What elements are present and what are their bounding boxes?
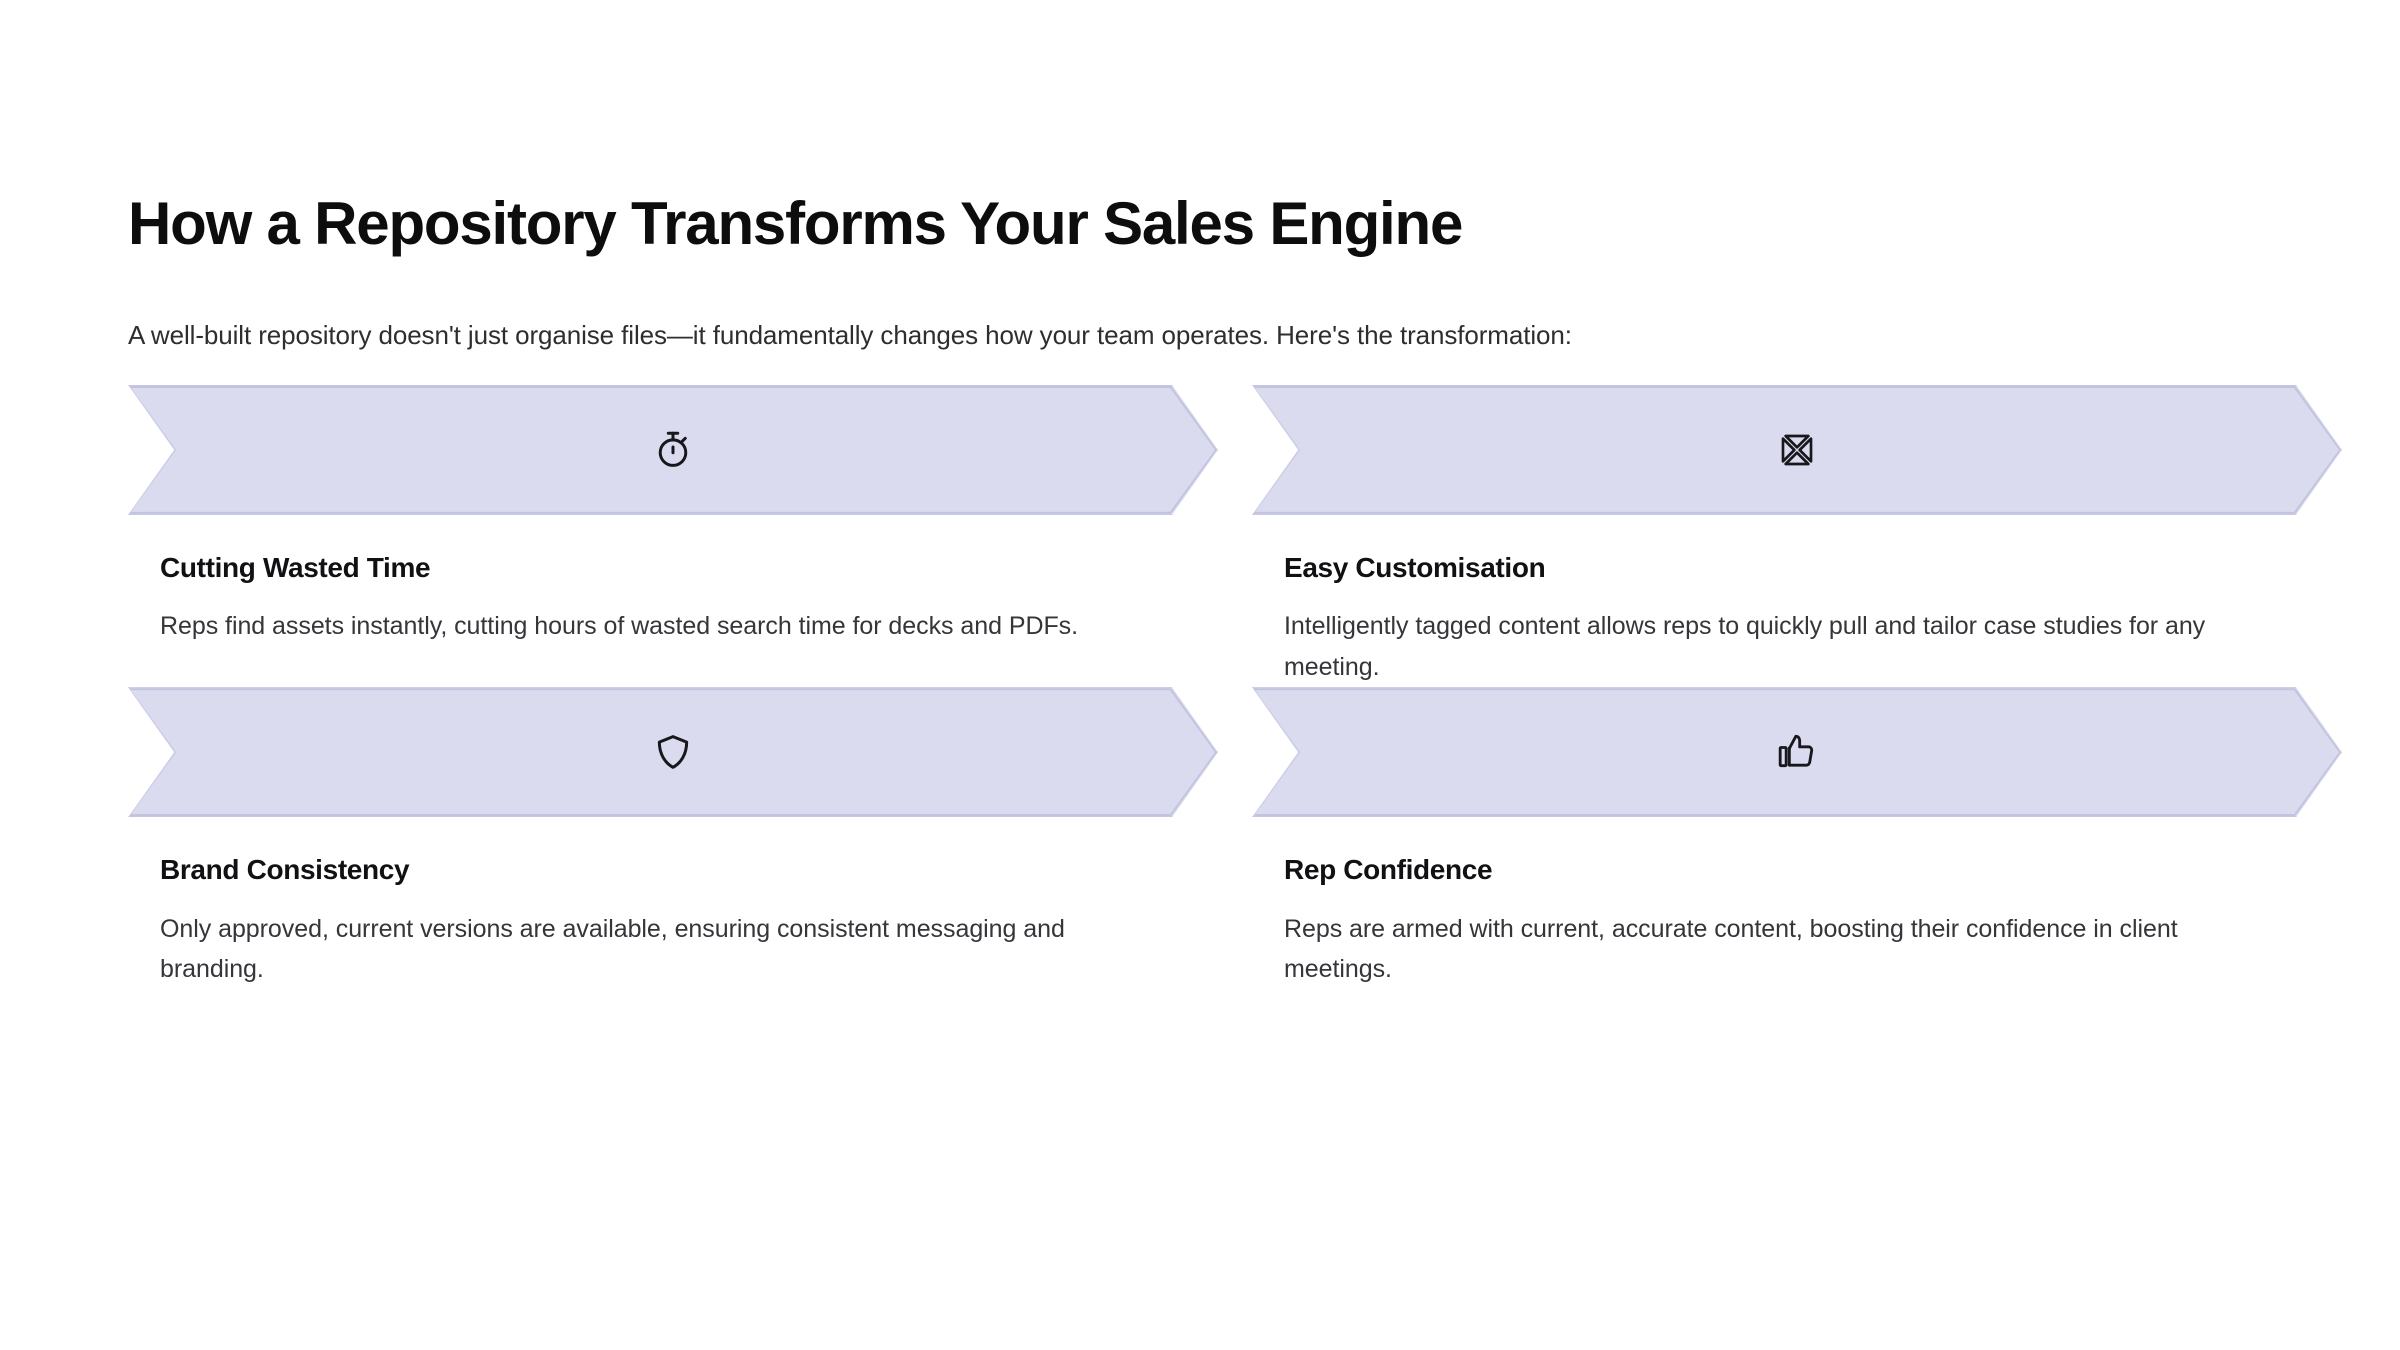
page-subtitle: A well-built repository doesn't just org… xyxy=(128,320,1572,351)
thumbs-up-icon xyxy=(1774,729,1820,775)
collapse-arrows-icon xyxy=(1774,427,1820,473)
transformation-card-2: Easy Customisation Intelligently tagged … xyxy=(1252,385,2342,687)
transformation-card-3: Brand Consistency Only approved, current… xyxy=(128,687,1218,989)
shield-icon xyxy=(650,729,696,775)
card-text: Reps are armed with current, accurate co… xyxy=(1284,914,2178,984)
chevron-banner-2 xyxy=(1252,385,2342,515)
transformation-card-4: Rep Confidence Reps are armed with curre… xyxy=(1252,687,2342,989)
transformation-grid: Cutting Wasted Time Reps find assets ins… xyxy=(128,385,2272,990)
stopwatch-icon xyxy=(650,427,696,473)
card-body-4: Rep Confidence Reps are armed with curre… xyxy=(1252,817,2342,989)
chevron-fill xyxy=(1255,690,2339,814)
card-text: Only approved, current versions are avai… xyxy=(160,914,1065,984)
card-body-2: Easy Customisation Intelligently tagged … xyxy=(1252,515,2342,687)
chevron-banner-1 xyxy=(128,385,1218,515)
chevron-fill xyxy=(1255,388,2339,512)
card-title: Brand Consistency xyxy=(160,854,410,886)
card-title: Rep Confidence xyxy=(1284,854,1493,886)
card-title: Cutting Wasted Time xyxy=(160,551,431,583)
card-text: Reps find assets instantly, cutting hour… xyxy=(160,612,1079,641)
chevron-banner-3 xyxy=(128,687,1218,817)
chevron-banner-4 xyxy=(1252,687,2342,817)
card-title: Easy Customisation xyxy=(1284,551,1546,583)
transformation-card-1: Cutting Wasted Time Reps find assets ins… xyxy=(128,385,1218,687)
card-text: Intelligently tagged content allows reps… xyxy=(1284,612,2206,681)
card-body-3: Brand Consistency Only approved, current… xyxy=(128,817,1218,989)
page-title: How a Repository Transforms Your Sales E… xyxy=(128,190,1463,257)
chevron-fill xyxy=(131,690,1215,814)
card-body-1: Cutting Wasted Time Reps find assets ins… xyxy=(128,515,1218,647)
